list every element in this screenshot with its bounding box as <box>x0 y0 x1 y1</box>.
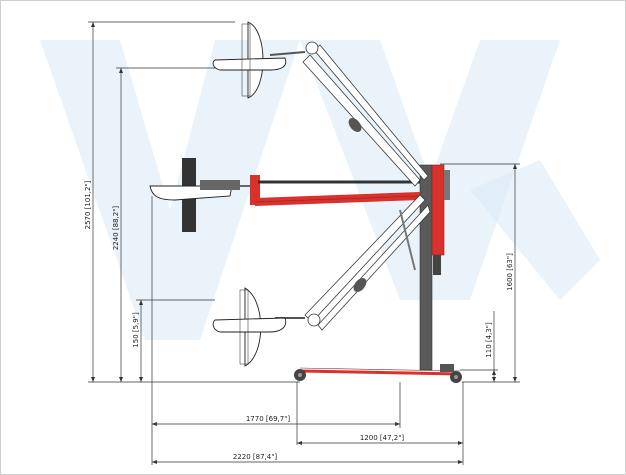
seat-bottom <box>212 287 287 367</box>
label-base-length: 1200 [47,2"] <box>360 434 405 442</box>
seat-top <box>212 21 287 99</box>
label-reach-mid: 1770 [69,7"] <box>246 415 291 423</box>
watermark <box>40 40 600 340</box>
base <box>294 364 462 383</box>
label-seat-high-height: 2240 [88,2"] <box>112 206 120 251</box>
label-total-height: 2570 [101,2"] <box>84 180 92 229</box>
label-total-width: 2220 [87,4"] <box>233 453 278 461</box>
label-base-height: 110 [4,3"] <box>485 322 493 358</box>
dimension-arrows <box>91 22 517 464</box>
lower-arm <box>275 194 431 331</box>
seat-middle <box>149 158 240 232</box>
upper-arm <box>269 41 429 187</box>
label-column-height: 1600 [63"] <box>506 253 514 291</box>
dimension-lines <box>88 21 520 465</box>
label-seat-low-height: 150 [5,9"] <box>132 312 140 348</box>
